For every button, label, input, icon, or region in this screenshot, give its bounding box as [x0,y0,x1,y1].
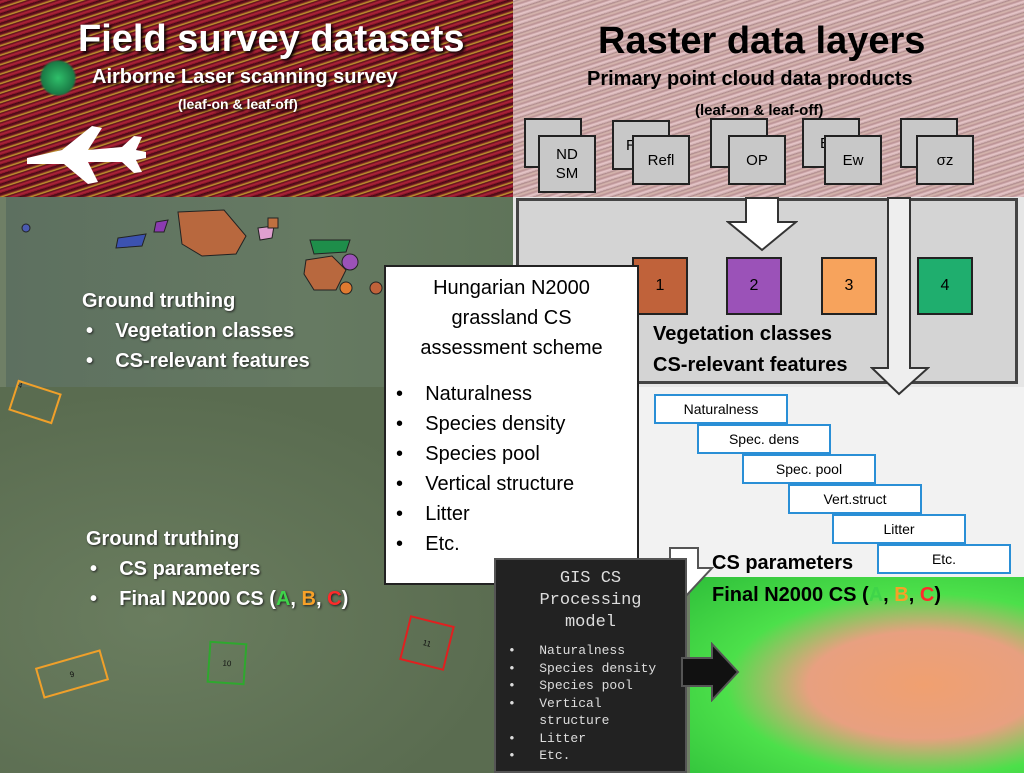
assessment-scheme-box: Hungarian N2000 grassland CS assessment … [384,265,639,585]
vegetation-polygons [21,209,383,295]
veg-caption-1: Vegetation classes [653,323,832,345]
airplane-icon [27,126,146,184]
right-title: Raster data layers [598,20,926,62]
ground-truthing-2-title: Ground truthing [86,528,240,550]
ground-truthing-2: Ground truthing • CS parameters • Final … [86,524,348,614]
gis-list: • Naturalness • Species density • Specie… [496,634,685,765]
cs-param-spec-pool: Spec. pool [742,454,876,484]
final-cs-map [690,577,1024,773]
gt2-item: • CS parameters [90,558,261,580]
scheme-item: • Litter [396,503,470,525]
gt1-item: • CS-relevant features [86,350,310,372]
vegetation-class-4: 4 [917,257,973,315]
cs-param-naturalness: Naturalness [654,394,788,424]
tree-cluster-icon [38,60,78,96]
scheme-title: Hungarian N2000 grassland CS assessment … [420,277,603,359]
gis-item: • Species pool [508,678,633,693]
scheme-item: • Species density [396,413,566,435]
raster-layer-op: OP [728,135,786,185]
vegetation-class-2: 2 [726,257,782,315]
gis-item: • Naturalness [508,643,626,658]
vegetation-class-1: 1 [632,257,688,315]
ground-truthing-1: Ground truthing • Vegetation classes • C… [82,286,310,376]
raster-layer-ew: Ew [824,135,882,185]
cs-param-etc: Etc. [877,544,1011,574]
gis-item: • Species density [508,660,657,676]
cs-param-spec-dens: Spec. dens [697,424,831,454]
down-arrow-icon [726,197,798,252]
cs-param-vert-struct: Vert.struct [788,484,922,514]
plot-10: 10 [206,640,248,686]
gis-item: • Etc. [508,748,571,763]
veg-caption-2: CS-relevant features [653,354,848,376]
scheme-item: • Vertical structure [396,473,575,495]
gt2-item: • Final N2000 CS (A, B, C) [90,588,349,610]
right-subtitle-2: (leaf-on & leaf-off) [695,102,824,119]
als-subtitle: (leaf-on & leaf-off) [178,96,298,112]
scheme-item: • Naturalness [396,383,532,405]
left-title: Field survey datasets [78,18,465,60]
raster-layer-ndsm: ND SM [538,135,596,193]
final-cs-label: Final N2000 CS (A, B, C) [712,584,941,606]
gis-processing-model-box: GIS CS Processing model • Naturalness • … [494,558,687,773]
raster-layer-refl: Refl [632,135,690,185]
cs-param-litter: Litter [832,514,966,544]
vegetation-class-3: 3 [821,257,877,315]
scheme-list: • Naturalness • Species density • Specie… [386,363,637,559]
raster-layer-sigma: σz [916,135,974,185]
ground-truthing-1-title: Ground truthing [82,290,236,312]
gt1-item: • Vegetation classes [86,320,295,342]
right-subtitle: Primary point cloud data products [587,68,913,90]
gis-item: • Litter [508,730,587,746]
gis-item: • Vertical structure [508,695,610,729]
als-title: Airborne Laser scanning survey [92,66,398,88]
right-arrow-icon [681,642,740,702]
scheme-item: • Species pool [396,443,540,465]
cs-parameters-label: CS parameters [712,552,854,574]
long-down-arrow-icon [870,197,930,396]
scheme-item: • Etc. [396,533,460,555]
gis-title: GIS CS Processing model [539,569,642,632]
